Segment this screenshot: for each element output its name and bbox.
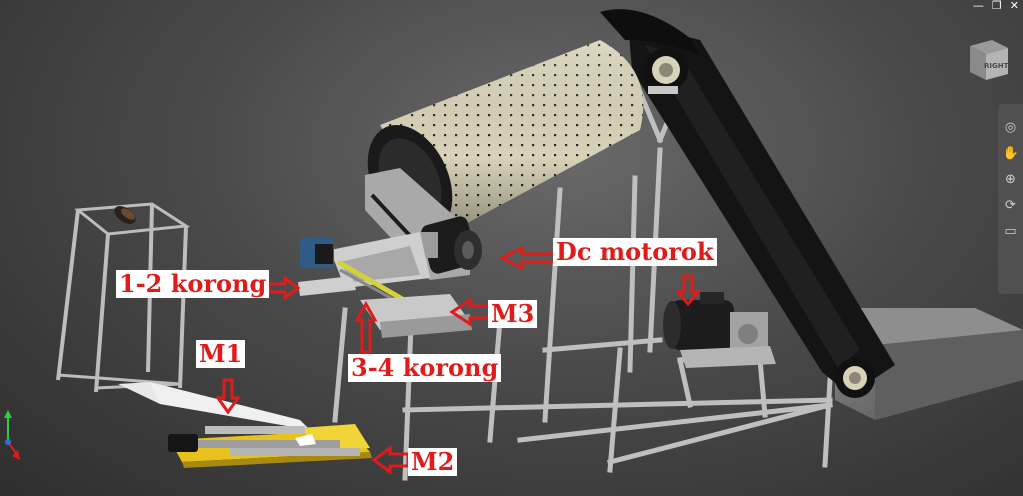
base-housing [835, 308, 1023, 420]
window-controls: — ❐ ✕ [973, 0, 1019, 12]
spring-part [114, 206, 136, 224]
arrow-dc-motor-conveyor [674, 274, 702, 307]
close-icon[interactable]: ✕ [1009, 0, 1019, 12]
arrow-3-4-discs [354, 300, 378, 354]
navigation-bar: ◎ ✋ ⊕ ⟳ ▭ [998, 104, 1023, 294]
viewcube-face-label[interactable]: RIGHT [984, 62, 1009, 70]
orbit-icon[interactable]: ⟳ [1005, 198, 1016, 213]
conveyor-belt [600, 9, 895, 395]
disc-unit-blue [298, 238, 356, 296]
side-stand [56, 202, 191, 393]
top-pulley [644, 48, 688, 94]
arrow-m3 [449, 297, 492, 327]
bottom-pulley [835, 358, 875, 398]
label-1-2-discs: 1-2 korong [116, 270, 270, 298]
look-at-icon[interactable]: ▭ [1004, 224, 1017, 239]
label-m3: M3 [488, 300, 538, 328]
steering-wheel-icon[interactable]: ◎ [1004, 120, 1017, 135]
axis-triad-icon [4, 410, 20, 460]
arrow-m1 [215, 378, 241, 415]
restore-icon[interactable]: ❐ [991, 0, 1002, 12]
minimize-icon[interactable]: — [972, 0, 984, 12]
arrow-m2 [371, 445, 410, 475]
annotation-arrows [215, 245, 702, 475]
conveyor-motor [663, 292, 776, 368]
m3-slide [360, 294, 472, 338]
label-dc-motors: Dc motorok [553, 238, 717, 266]
pan-icon[interactable]: ✋ [1002, 146, 1019, 161]
label-m2: M2 [408, 448, 458, 476]
arrow-dc-motor-drum [498, 245, 557, 271]
zoom-icon[interactable]: ⊕ [1005, 172, 1016, 187]
label-3-4-discs: 3-4 korong [348, 354, 502, 382]
label-m1: M1 [196, 340, 246, 368]
arrow-1-2-discs [267, 274, 301, 302]
bottom-platform [118, 382, 372, 468]
viewcube[interactable] [962, 36, 1012, 86]
